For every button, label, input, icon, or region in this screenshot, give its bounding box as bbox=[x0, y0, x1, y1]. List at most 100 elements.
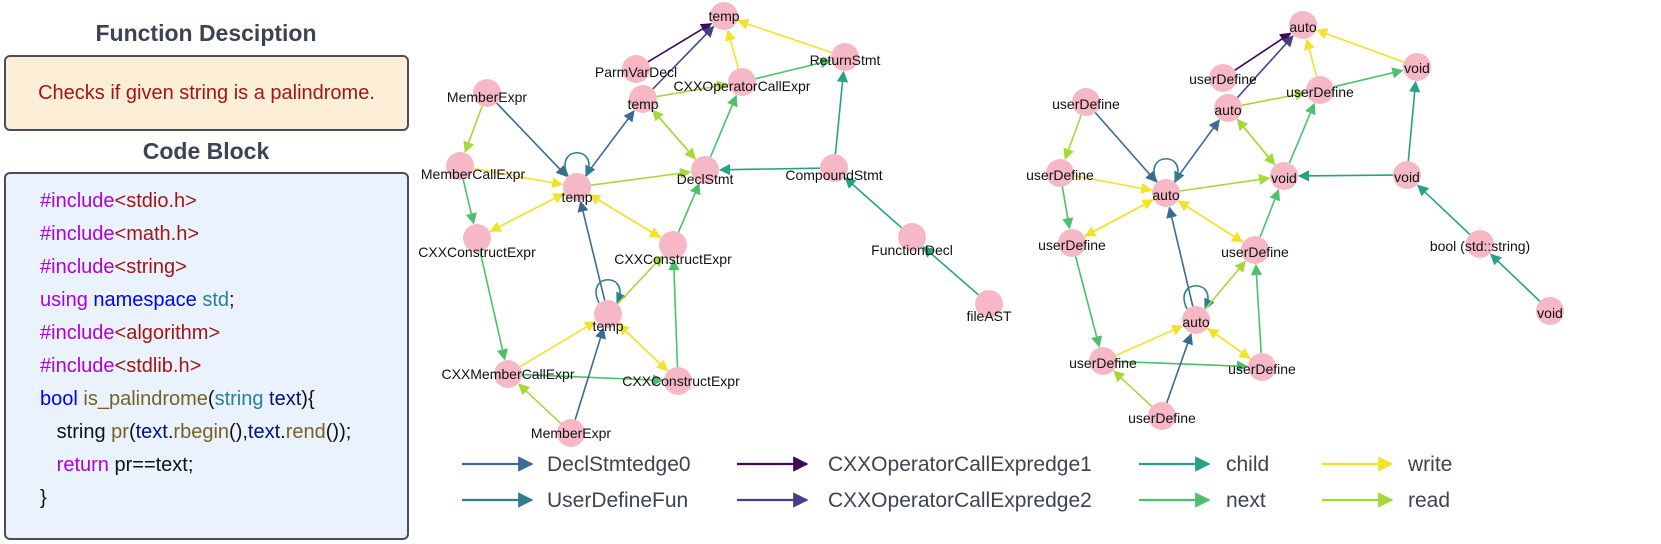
legend-label: next bbox=[1226, 489, 1266, 512]
graph-node: userDefine bbox=[1221, 236, 1289, 264]
node-label: FunctionDecl bbox=[871, 242, 953, 258]
node-label: CXXOperatorCallExpr bbox=[674, 78, 811, 94]
graph-node: userDefine bbox=[1038, 229, 1106, 257]
edge-next bbox=[1074, 256, 1103, 348]
edge-read bbox=[1204, 260, 1247, 310]
code-token: #include bbox=[40, 355, 115, 377]
code-token: return bbox=[56, 454, 109, 476]
legend-item: UserDefineFun bbox=[462, 489, 688, 512]
edge-CXXOperatorCallExpredge2 bbox=[652, 25, 715, 90]
edge-DeclStmtedge0 bbox=[1166, 206, 1194, 307]
code-token: pr bbox=[111, 421, 129, 443]
code-token: #include bbox=[40, 256, 115, 278]
code-token: rend bbox=[285, 421, 326, 443]
node-circle bbox=[728, 68, 756, 96]
node-circle bbox=[463, 224, 491, 252]
node-label: CXXConstructExpr bbox=[622, 373, 740, 389]
node-circle bbox=[446, 152, 474, 180]
graph-node: DeclStmt bbox=[677, 156, 733, 187]
node-circle bbox=[629, 85, 657, 113]
code-token: #include bbox=[40, 322, 115, 344]
nodes-layer: tempParmVarDecltempCXXOperatorCallExprRe… bbox=[418, 2, 1564, 447]
graph-node: ReturnStmt bbox=[810, 43, 881, 71]
graph-node: CXXMemberCallExpr bbox=[441, 360, 575, 388]
node-circle bbox=[710, 2, 738, 30]
code-token: <stdio.h> bbox=[114, 190, 197, 212]
node-label: auto bbox=[1152, 187, 1179, 203]
edge-next bbox=[521, 373, 665, 386]
self-loop-edge bbox=[595, 279, 627, 305]
legend-label: child bbox=[1226, 453, 1269, 476]
function-description-text: Checks if given string is a palindrome bbox=[38, 81, 370, 104]
node-label: userDefine bbox=[1228, 361, 1296, 377]
edge-next bbox=[1333, 67, 1404, 88]
node-circle bbox=[691, 156, 719, 184]
edge-child bbox=[718, 164, 821, 176]
node-label: bool (std::string) bbox=[1430, 238, 1530, 254]
node-circle bbox=[831, 43, 859, 71]
node-label: userDefine bbox=[1189, 71, 1257, 87]
code-line: bool is_palindrome(string text){ bbox=[6, 383, 407, 416]
code-token: bool bbox=[40, 388, 78, 410]
node-circle bbox=[1241, 236, 1269, 264]
edge-child bbox=[1407, 80, 1421, 162]
code-token: using bbox=[40, 289, 88, 311]
code-token: namespace bbox=[93, 289, 197, 311]
graph-node: CXXConstructExpr bbox=[622, 367, 740, 395]
legend: DeclStmtedge0UserDefineFunCXXOperatorCal… bbox=[462, 453, 1452, 512]
edge-CXXOperatorCallExpredge1 bbox=[1234, 32, 1292, 71]
code-line: #include<math.h> bbox=[6, 218, 407, 251]
node-circle bbox=[1403, 53, 1431, 81]
node-circle bbox=[1214, 94, 1242, 122]
code-token: <math.h> bbox=[114, 223, 200, 245]
legend-item: next bbox=[1139, 489, 1266, 512]
node-label: auto bbox=[1182, 314, 1209, 330]
node-label: MemberExpr bbox=[447, 89, 527, 105]
node-label: void bbox=[1537, 305, 1563, 321]
code-token: <algorithm> bbox=[114, 322, 221, 344]
node-circle bbox=[1536, 297, 1564, 325]
code-token: text bbox=[269, 388, 302, 410]
graph-node: temp bbox=[627, 85, 659, 113]
code-token: string bbox=[40, 421, 112, 443]
node-label: userDefine bbox=[1221, 244, 1289, 260]
edge-next bbox=[479, 251, 508, 361]
node-label: MemberExpr bbox=[531, 425, 611, 441]
edge-read bbox=[1241, 89, 1307, 107]
code-token: } bbox=[40, 487, 47, 509]
edge-DeclStmtedge0 bbox=[1094, 111, 1157, 183]
graph-node: void bbox=[1393, 161, 1421, 189]
edge-next bbox=[709, 94, 738, 158]
edge-write bbox=[737, 18, 832, 54]
edge-child bbox=[1297, 170, 1394, 182]
node-circle bbox=[1058, 229, 1086, 257]
legend-label: CXXOperatorCallExpredge2 bbox=[828, 489, 1092, 512]
code-token: string bbox=[214, 388, 264, 410]
code-token: ( bbox=[128, 421, 136, 443]
node-label: MemberCallExpr bbox=[421, 166, 526, 182]
graph-node: userDefine bbox=[1069, 347, 1137, 375]
node-circle bbox=[1152, 179, 1180, 207]
graph-node: auto bbox=[1152, 179, 1180, 207]
node-label: temp bbox=[708, 8, 739, 24]
legend-label: CXXOperatorCallExpredge1 bbox=[828, 453, 1092, 476]
graph-node: userDefine bbox=[1052, 88, 1120, 116]
node-label: void bbox=[1404, 60, 1430, 76]
legend-item: CXXOperatorCallExpredge1 bbox=[737, 453, 1092, 476]
code-lines: #include<stdio.h>#include<math.h>#includ… bbox=[6, 185, 407, 515]
edge-write bbox=[1303, 38, 1318, 77]
edge-CXXOperatorCallExpredge2 bbox=[1236, 35, 1294, 99]
node-circle bbox=[1393, 161, 1421, 189]
node-circle bbox=[1289, 11, 1317, 39]
code-line: string pr(text.rbegin(),text.rend()); bbox=[6, 416, 407, 449]
legend-item: CXXOperatorCallExpredge2 bbox=[737, 489, 1092, 512]
code-token: ( bbox=[207, 388, 215, 410]
edge-DeclStmtedge0 bbox=[584, 110, 635, 177]
code-line: #include<stdio.h> bbox=[6, 185, 407, 218]
edge-read bbox=[590, 167, 692, 186]
node-circle bbox=[1466, 230, 1494, 258]
graph-node: bool (std::string) bbox=[1430, 230, 1530, 258]
graph-node: MemberExpr bbox=[447, 79, 527, 107]
graph-node: userDefine bbox=[1286, 76, 1354, 104]
code-token: ()); bbox=[325, 421, 352, 443]
